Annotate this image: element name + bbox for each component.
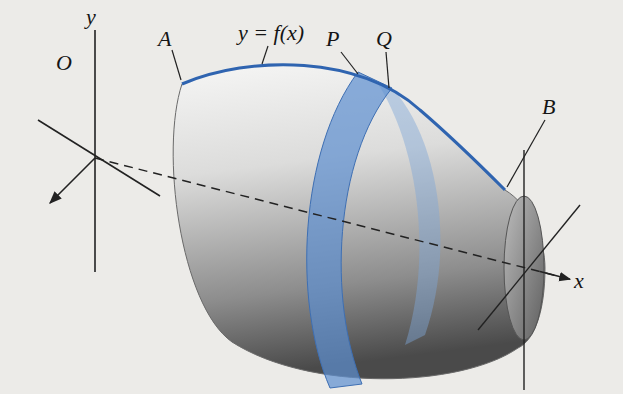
leader-lines bbox=[172, 46, 545, 187]
point-label: A bbox=[158, 28, 171, 50]
end-axes bbox=[478, 150, 580, 390]
point-label: P bbox=[326, 28, 339, 50]
band-back bbox=[378, 84, 440, 345]
point-label: Q bbox=[376, 28, 392, 50]
coordinate-axes bbox=[38, 30, 160, 272]
origin-label: O bbox=[56, 52, 72, 74]
axis-label: y bbox=[86, 6, 96, 28]
generating-curve bbox=[182, 65, 505, 190]
x-axis bbox=[95, 158, 565, 278]
function-label: y = f(x) bbox=[238, 22, 304, 44]
axis-label: x bbox=[574, 270, 584, 292]
point-label: B bbox=[542, 96, 555, 118]
x-axis-tip bbox=[540, 272, 570, 280]
